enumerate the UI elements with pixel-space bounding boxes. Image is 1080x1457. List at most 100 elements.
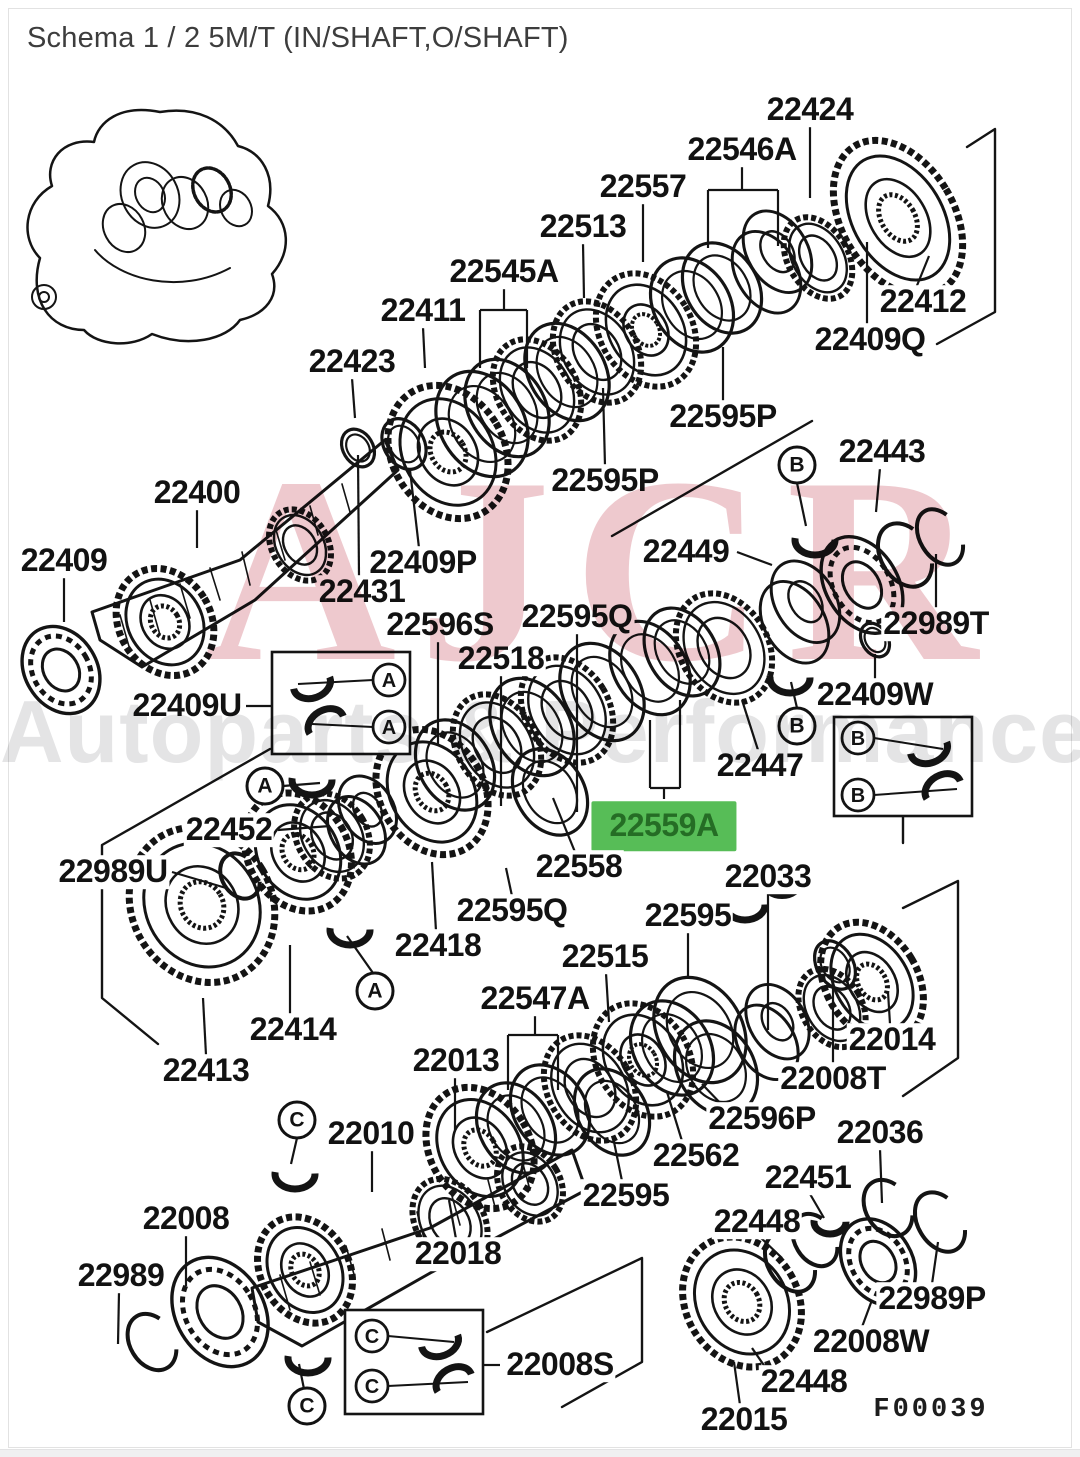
part-label: 22518	[455, 640, 547, 677]
part-label: 22424	[764, 91, 856, 128]
part-label: 22448	[711, 1203, 803, 1240]
boxed-callout-circle	[354, 1318, 390, 1354]
part-label: 22443	[836, 433, 928, 470]
part-label: 22557	[597, 168, 689, 205]
boxed-callout-letter: A	[382, 717, 396, 739]
boxed-callout-circle	[840, 720, 876, 756]
part-bearing	[20, 624, 102, 716]
leader-line	[350, 377, 357, 419]
bracket-lines	[100, 127, 997, 1409]
synchro-key	[907, 730, 951, 768]
leader-line	[759, 1236, 783, 1259]
boxed-callout-letter: A	[382, 670, 396, 692]
callout-circle-c: C	[287, 1386, 327, 1426]
leader-line	[277, 824, 331, 832]
part-gear	[112, 564, 218, 680]
leader-line	[581, 242, 586, 299]
part-label: 22013	[410, 1042, 502, 1079]
part-bearing	[170, 1255, 270, 1369]
part-ring	[648, 256, 736, 354]
leader-line	[611, 1136, 624, 1182]
leader-line	[297, 1363, 306, 1390]
part-label: 22411	[378, 292, 468, 329]
part-ring	[652, 975, 748, 1085]
footer-bar	[0, 1449, 1080, 1457]
part-label: 22409W	[814, 676, 936, 713]
part-label: 22989P	[876, 1280, 988, 1317]
synchro-key	[810, 1206, 850, 1238]
part-cring	[125, 1311, 179, 1373]
part-label: 22008	[140, 1200, 232, 1237]
figure-code: F00039	[873, 1395, 989, 1425]
part-ring	[339, 427, 377, 469]
part-label: 22558	[533, 848, 625, 885]
part-label: 22596P	[706, 1100, 818, 1137]
part-label: 22596S	[384, 606, 496, 643]
leader-line	[408, 469, 421, 549]
leader-line	[289, 1137, 299, 1165]
part-label: 22448	[758, 1363, 850, 1400]
part-label: 22449	[640, 533, 732, 570]
synchro-key	[284, 1339, 332, 1377]
part-label: 22409U	[130, 687, 244, 724]
leader-line	[736, 550, 773, 567]
part-label: 22547A	[478, 980, 592, 1017]
part-ring	[474, 1081, 558, 1175]
boxed-callout-circle	[354, 1368, 390, 1404]
synchro-key	[921, 770, 965, 808]
leader-line	[795, 482, 808, 527]
synchro-key	[290, 665, 334, 703]
part-label: 22423	[306, 343, 398, 380]
leader-line	[878, 1148, 884, 1204]
synchro-key	[418, 1323, 462, 1361]
synchro-key	[288, 761, 336, 799]
leader-line	[346, 935, 374, 974]
part-label: 22409Q	[812, 321, 928, 358]
part-gear	[241, 789, 355, 915]
part-label: 22008S	[504, 1346, 616, 1383]
part-label: 22451	[762, 1159, 854, 1196]
part-toothring	[672, 590, 776, 706]
leader-line	[171, 870, 227, 890]
callout-circle-b: B	[777, 706, 817, 746]
leader-line	[116, 1291, 121, 1345]
boxed-callout-circle	[840, 777, 876, 813]
part-label: 22015	[698, 1401, 790, 1438]
part-gear	[254, 1213, 356, 1327]
part-cring	[914, 507, 966, 567]
part-label: 22595Q	[519, 598, 635, 635]
part-label: 22452	[183, 811, 275, 848]
part-label: 22409	[18, 542, 110, 579]
part-toothhub	[592, 270, 700, 390]
leader-line	[201, 997, 208, 1056]
part-label: 22010	[325, 1115, 417, 1152]
part-label: 22418	[392, 927, 484, 964]
leader-line	[604, 972, 611, 1023]
leader-line	[601, 387, 607, 467]
callout-circle-b: B	[777, 445, 817, 485]
part-ring	[508, 1063, 592, 1157]
part-label: 22447	[714, 747, 806, 784]
callout-circle-c: C	[277, 1100, 317, 1140]
leader-line	[356, 454, 361, 578]
leader-line	[665, 1091, 684, 1142]
part-label: 22989	[75, 1257, 167, 1294]
key-link-line	[311, 723, 374, 728]
boxed-callout-letter: C	[365, 1376, 379, 1398]
part-label: 22014	[846, 1021, 938, 1058]
leader-line	[914, 255, 931, 289]
part-label: 22414	[247, 1011, 339, 1048]
part-label: 22513	[537, 208, 629, 245]
part-ring	[510, 747, 590, 837]
boxed-callout-circle	[371, 662, 407, 698]
key-link-line	[873, 737, 944, 750]
part-label: 22595	[642, 897, 734, 934]
part-label: 22413	[160, 1052, 252, 1089]
part-label: 22989U	[56, 853, 170, 890]
key-link-line	[297, 679, 374, 685]
synchro-key	[271, 1155, 319, 1193]
leader-line	[282, 781, 321, 788]
